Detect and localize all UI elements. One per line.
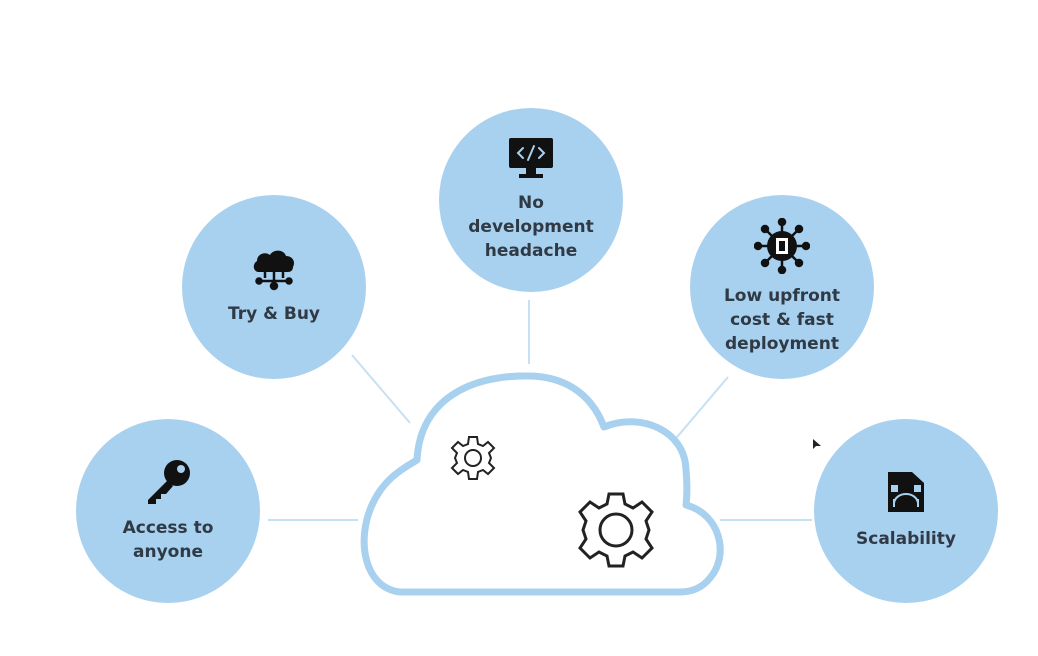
node-no-development: No development headache [439,108,623,292]
node-access: Access to anyone [76,419,260,603]
cloud-shape [360,372,724,596]
node-label-no-development: No development headache [468,193,594,261]
code-monitor-icon [509,138,553,178]
small-gear-icon [450,436,496,480]
gear-network-icon [754,218,810,274]
large-gear-icon [578,492,654,568]
node-label-access: Access to anyone [122,518,214,562]
node-label-try-buy: Try & Buy [228,304,320,324]
key-icon [148,460,190,504]
scalability-icon [888,472,924,512]
node-label-low-upfront: Low upfront cost & fast deployment [723,286,841,354]
mouse-cursor-icon [813,439,821,449]
node-try-buy: Try & Buy [182,195,366,379]
cloud-network-icon [253,250,295,291]
connector-low-upfront [671,376,729,444]
connector-try-buy [351,354,411,424]
node-label-scalability: Scalability [856,529,956,549]
node-scalability: Scalability [814,419,998,603]
node-low-upfront: Low upfront cost & fast deployment [690,195,874,379]
